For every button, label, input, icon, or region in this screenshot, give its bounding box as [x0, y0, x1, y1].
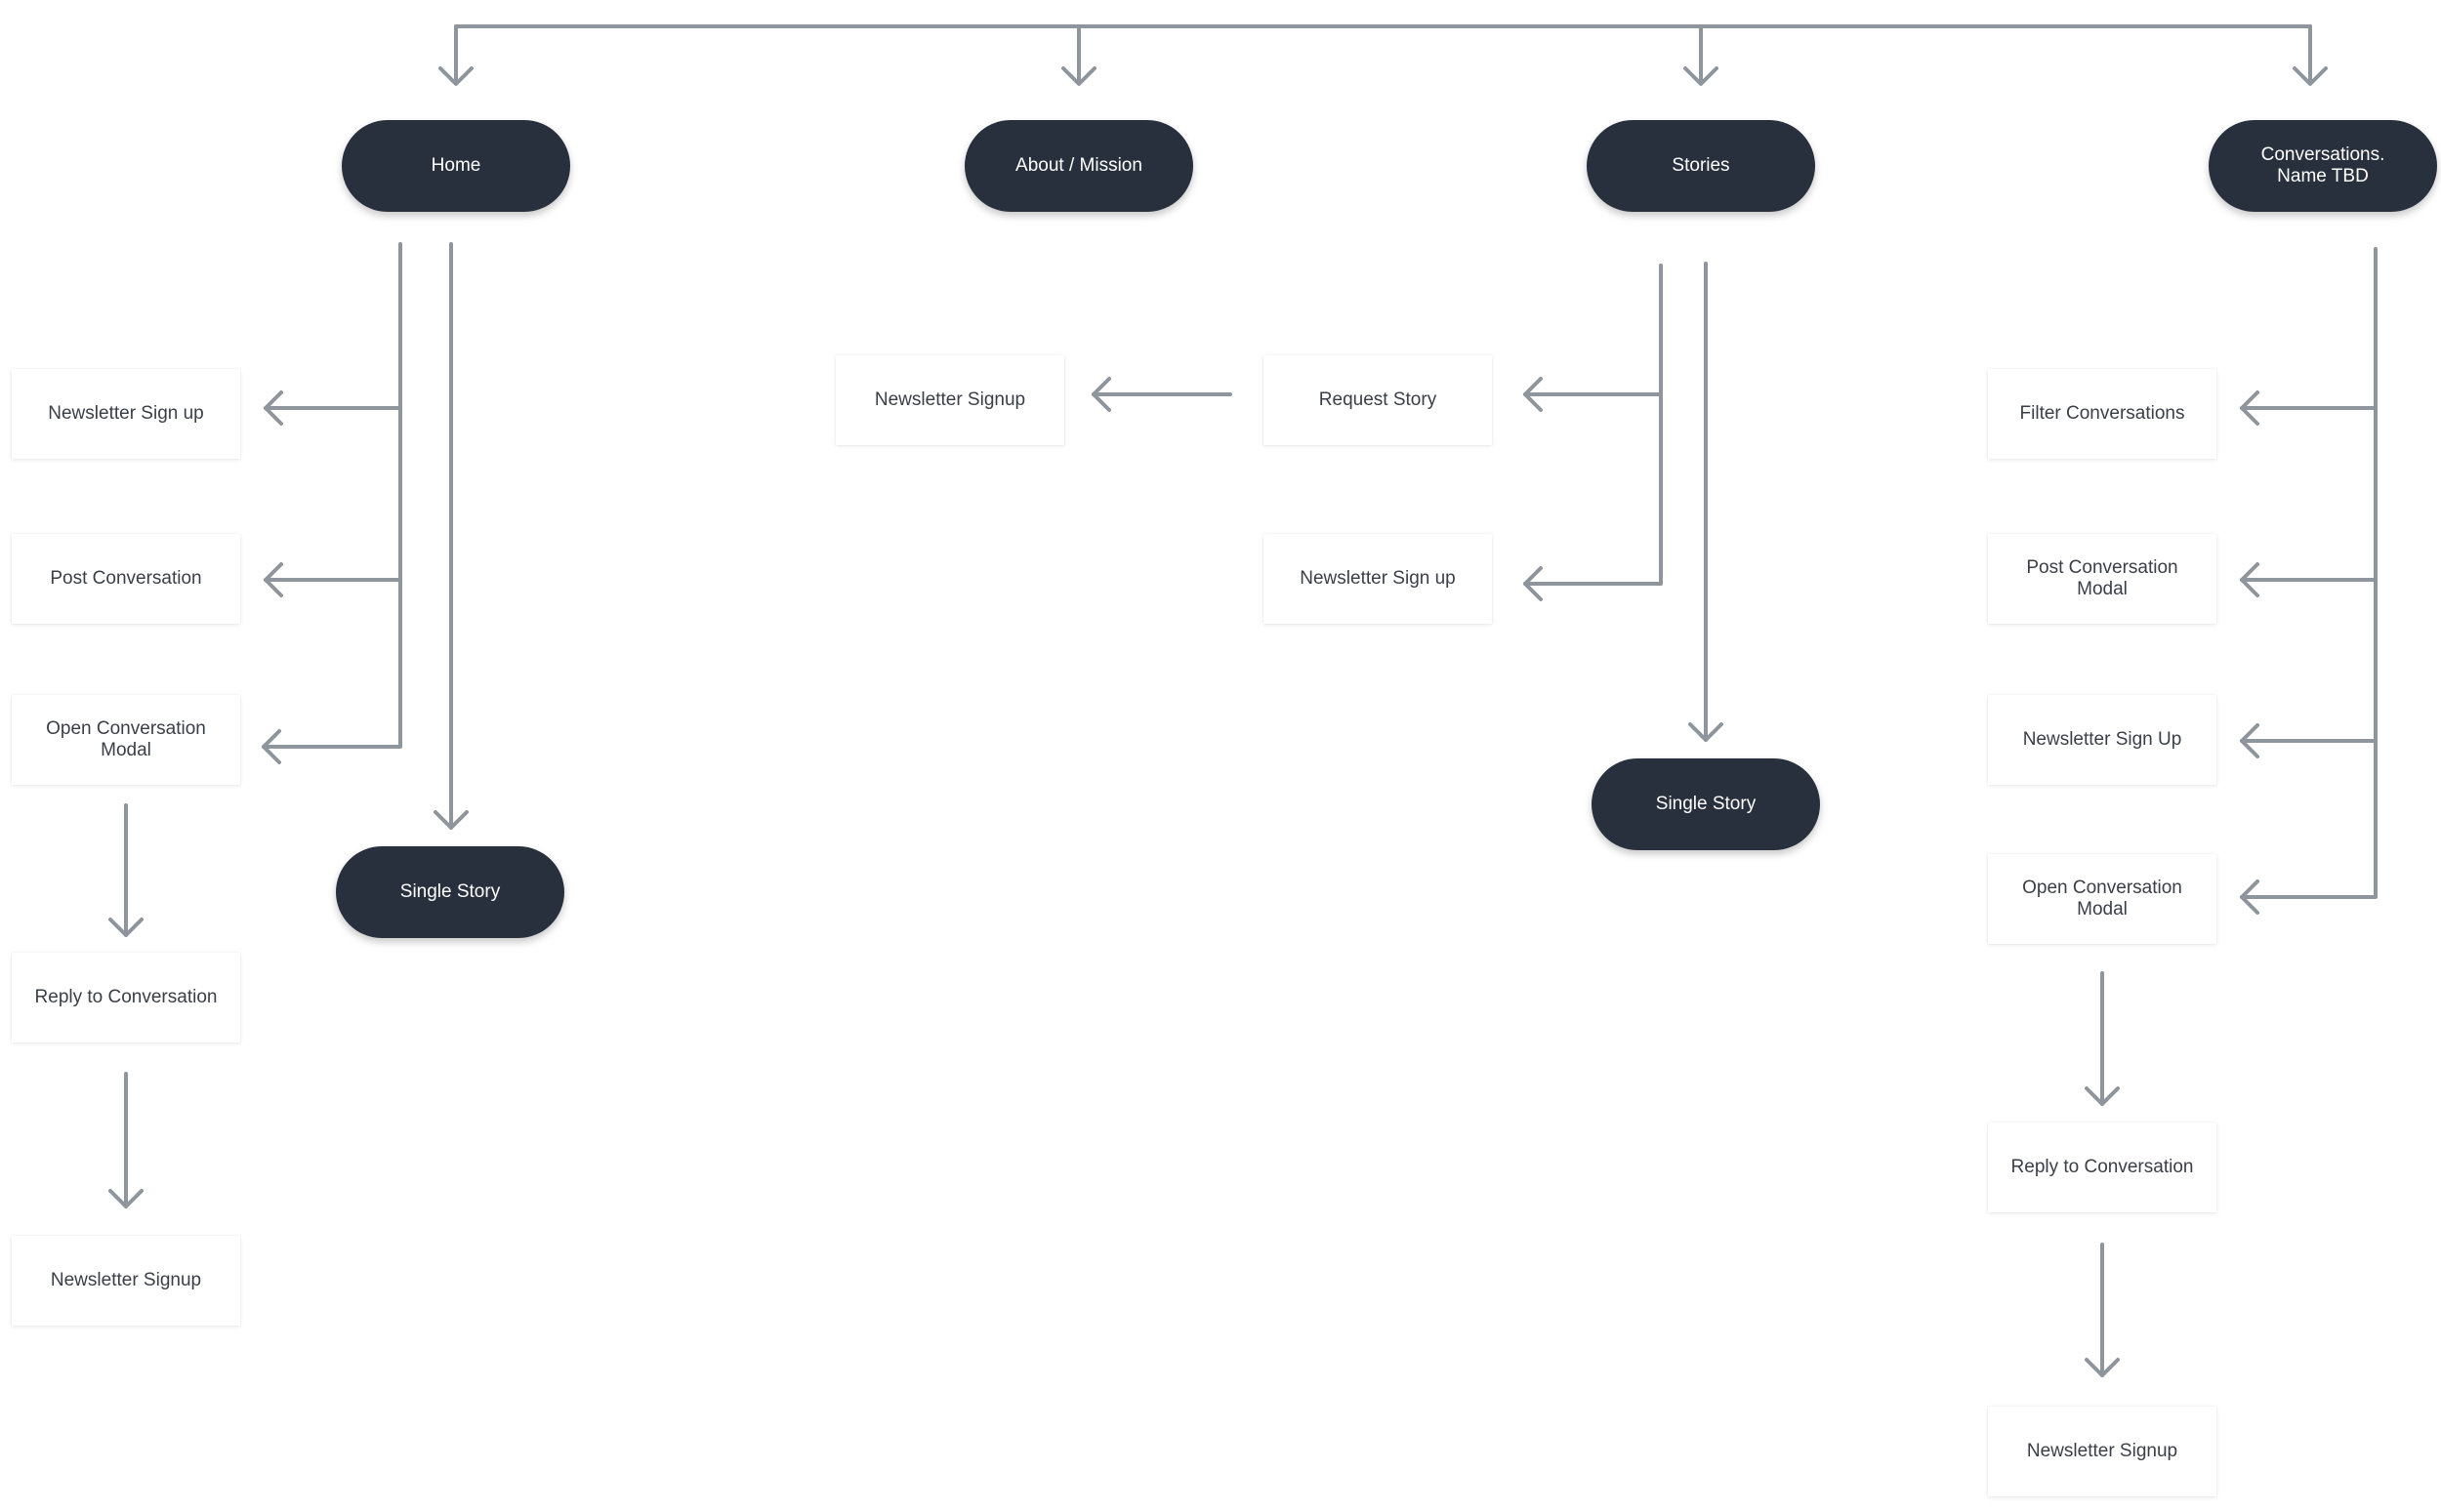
- arrowhead-conv-newsletter-signup: [2085, 1358, 2120, 1377]
- home-node-label: Home: [431, 155, 481, 176]
- stories-single-story-node[interactable]: Single Story: [1592, 758, 1820, 850]
- arrowhead-home-reply: [108, 918, 144, 937]
- conv-reply-to-conversation-card[interactable]: Reply to Conversation: [1988, 1123, 2216, 1212]
- arrowhead-conv-post: [2240, 562, 2259, 597]
- home-open-modal-label-line1: Open Conversation: [46, 718, 206, 739]
- stories-single-story-label: Single Story: [1655, 794, 1757, 814]
- conv-post-modal-label-line1: Post Conversation: [2026, 557, 2178, 578]
- home-newsletter-sign-up-label: Newsletter Sign up: [48, 403, 204, 424]
- home-node[interactable]: Home: [342, 120, 570, 212]
- home-post-conversation-label: Post Conversation: [50, 568, 202, 589]
- conversations-branch-line: [2240, 247, 2378, 899]
- conv-post-conversation-modal-card[interactable]: Post Conversation Modal: [1988, 534, 2216, 624]
- conv-newsletter-sign-up-label: Newsletter Sign Up: [2022, 729, 2182, 750]
- arrowhead-stories-newsletter: [1523, 566, 1543, 601]
- stories-node-label: Stories: [1672, 155, 1730, 176]
- arrowhead-conv-open-modal: [2240, 879, 2259, 915]
- home-single-story-label: Single Story: [399, 881, 501, 902]
- arrowhead-stories-request: [1523, 377, 1543, 412]
- stories-newsletter-signup-card[interactable]: Newsletter Signup: [836, 355, 1064, 445]
- conversations-node-label: Conversations. Name TBD: [2261, 144, 2385, 187]
- home-branch-line: [262, 242, 402, 749]
- home-open-conversation-modal-card[interactable]: Open Conversation Modal: [12, 695, 240, 785]
- stories-newsletter-signup-label: Newsletter Signup: [874, 389, 1026, 410]
- arrowhead-stories-newsletter-signup: [1092, 377, 1111, 412]
- filter-conversations-label: Filter Conversations: [2019, 403, 2185, 424]
- home-newsletter-signup-card[interactable]: Newsletter Signup: [12, 1236, 240, 1326]
- request-story-label: Request Story: [1318, 389, 1437, 410]
- arrowhead-home-open-modal: [262, 729, 281, 764]
- conv-newsletter-signup-card[interactable]: Newsletter Signup: [1988, 1407, 2216, 1496]
- arrowhead-conv-filter: [2240, 390, 2259, 426]
- home-open-modal-label-line2: Modal: [101, 740, 151, 760]
- home-newsletter-sign-up-card[interactable]: Newsletter Sign up: [12, 369, 240, 459]
- conversations-node[interactable]: Conversations. Name TBD: [2209, 120, 2437, 212]
- home-post-conversation-card[interactable]: Post Conversation: [12, 534, 240, 624]
- request-story-card[interactable]: Request Story: [1263, 355, 1492, 445]
- arrowhead-home: [438, 66, 474, 86]
- conv-open-modal-label-line2: Modal: [2077, 899, 2128, 919]
- about-mission-node-label: About / Mission: [1015, 155, 1142, 176]
- stories-node[interactable]: Stories: [1587, 120, 1815, 212]
- arrowhead-conversations: [2293, 66, 2328, 86]
- arrowhead-about: [1061, 66, 1096, 86]
- conv-open-conversation-modal-card[interactable]: Open Conversation Modal: [1988, 854, 2216, 944]
- arrowhead-conv-reply: [2085, 1086, 2120, 1106]
- home-reply-to-conversation-card[interactable]: Reply to Conversation: [12, 953, 240, 1042]
- arrowhead-conv-newsletter: [2240, 723, 2259, 758]
- conv-open-conversation-modal-label: Open Conversation Modal: [2022, 878, 2182, 920]
- conversations-node-label-line2: Name TBD: [2277, 166, 2369, 186]
- conv-reply-to-conversation-label: Reply to Conversation: [2010, 1157, 2194, 1177]
- arrowhead-home-single-story: [434, 810, 469, 830]
- arrowhead-home-newsletter-signup: [108, 1189, 144, 1208]
- stories-newsletter-sign-up-label: Newsletter Sign up: [1300, 568, 1456, 589]
- stories-branch-line: [1523, 264, 1663, 586]
- arrowhead-stories-single-story: [1688, 722, 1723, 742]
- conv-open-modal-label-line1: Open Conversation: [2022, 878, 2182, 898]
- arrowhead-home-post: [264, 562, 283, 597]
- arrowhead-home-newsletter: [264, 390, 283, 426]
- conv-newsletter-signup-label: Newsletter Signup: [2026, 1441, 2178, 1461]
- conv-newsletter-sign-up-card[interactable]: Newsletter Sign Up: [1988, 695, 2216, 785]
- home-reply-to-conversation-label: Reply to Conversation: [34, 987, 218, 1007]
- home-newsletter-signup-label: Newsletter Signup: [50, 1270, 202, 1290]
- conv-post-modal-label-line2: Modal: [2077, 579, 2128, 599]
- arrowhead-stories: [1683, 66, 1718, 86]
- home-open-conversation-modal-label: Open Conversation Modal: [46, 718, 206, 761]
- about-mission-node[interactable]: About / Mission: [965, 120, 1193, 212]
- filter-conversations-card[interactable]: Filter Conversations: [1988, 369, 2216, 459]
- conv-post-conversation-modal-label: Post Conversation Modal: [2026, 557, 2177, 600]
- conversations-node-label-line1: Conversations.: [2260, 144, 2385, 165]
- home-single-story-node[interactable]: Single Story: [336, 846, 564, 938]
- stories-newsletter-sign-up-card[interactable]: Newsletter Sign up: [1263, 534, 1492, 624]
